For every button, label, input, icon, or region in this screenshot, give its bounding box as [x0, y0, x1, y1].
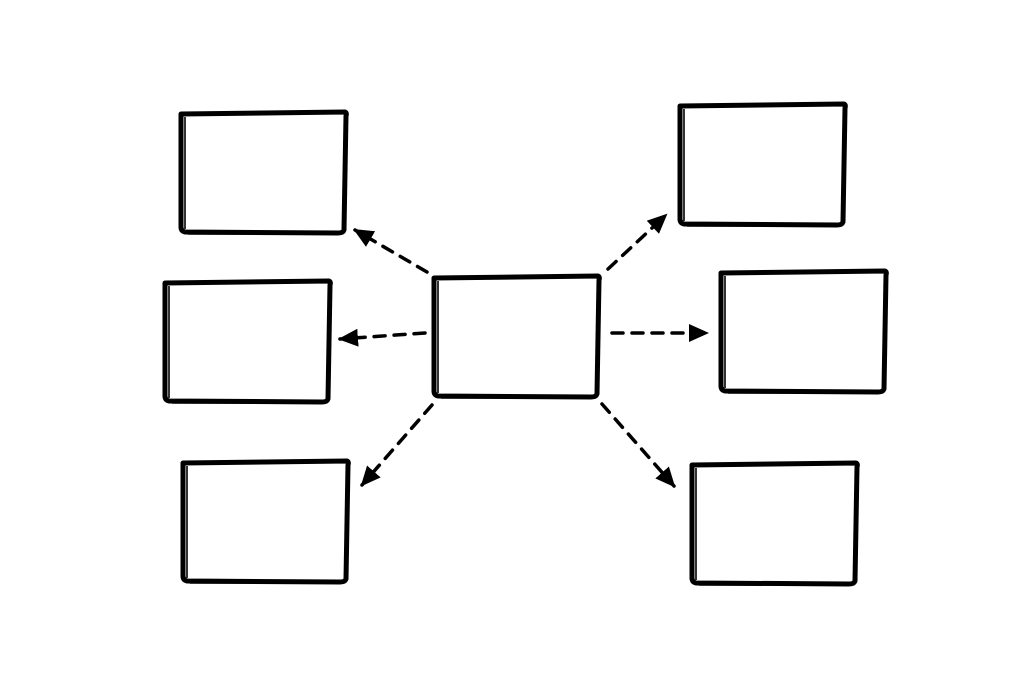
top-left-box: [178, 109, 349, 236]
center-box-sketch-line: [437, 281, 589, 399]
top-right-box-outline: [677, 101, 848, 228]
arrow-center-box-to-bottom-left-box: [360, 403, 434, 487]
bottom-right-box: [689, 460, 860, 587]
top-left-box-outline: [178, 109, 349, 236]
bottom-left-box-sketch-line: [186, 466, 338, 584]
top-right-box: [677, 101, 848, 228]
arrow-center-box-to-middle-left-box: [338, 328, 427, 347]
top-left-box-sketch-line: [184, 117, 336, 235]
middle-right-box: [718, 268, 889, 395]
center-box: [431, 273, 602, 400]
middle-right-box-outline: [718, 268, 889, 395]
middle-left-box: [162, 278, 333, 405]
bottom-right-box-outline: [689, 460, 860, 587]
bottom-left-box: [180, 458, 351, 585]
middle-right-box-sketch-line: [724, 276, 876, 394]
nodes-layer: [162, 101, 889, 587]
center-box-outline: [431, 273, 602, 400]
middle-left-box-sketch-line: [168, 286, 320, 404]
arrow-center-box-to-top-right-box: [606, 213, 668, 271]
arrow-center-box-to-top-left-box: [353, 228, 429, 274]
arrow-center-box-to-bottom-right-box: [600, 402, 676, 488]
bottom-right-box-sketch-line: [695, 468, 847, 586]
middle-left-box-outline: [162, 278, 333, 405]
edges-layer: [338, 213, 709, 488]
top-right-box-sketch-line: [683, 109, 835, 227]
bottom-left-box-outline: [180, 458, 351, 585]
